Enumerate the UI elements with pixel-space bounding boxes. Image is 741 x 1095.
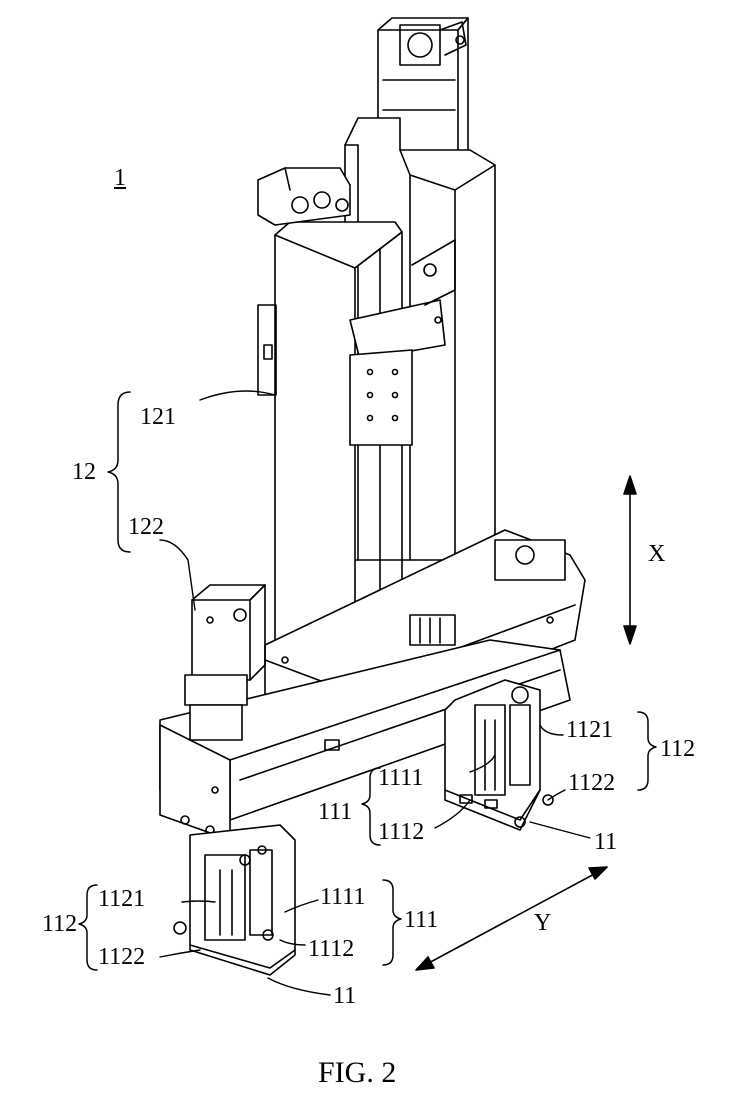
label-right-112: 112 (660, 737, 695, 761)
arrow-head-right (589, 867, 607, 879)
brace-left-111 (383, 880, 401, 965)
label-left-111: 111 (404, 908, 438, 932)
coupling-block (258, 168, 350, 225)
label-right-111: 111 (318, 800, 352, 824)
label-left-1112: 1112 (308, 937, 354, 961)
label-right-1112: 1112 (378, 820, 424, 844)
arrow-head-down (624, 626, 636, 644)
label-left-1122: 1122 (98, 945, 145, 969)
brace-12 (108, 392, 130, 552)
brace-right-112 (638, 712, 656, 790)
label-right-1121: 1121 (566, 718, 613, 742)
arrow-head-left (416, 957, 434, 970)
label-right-11: 11 (594, 830, 617, 854)
y-axis-arrow (425, 872, 598, 965)
label-right-1122: 1122 (568, 771, 615, 795)
label-assembly-1: 1 (114, 166, 126, 190)
label-121: 121 (140, 405, 176, 429)
label-left-11: 11 (333, 984, 356, 1008)
label-left-1111: 1111 (320, 885, 365, 909)
label-axis-y: Y (534, 911, 551, 935)
label-right-1111: 1111 (378, 766, 423, 790)
label-left-1121: 1121 (98, 887, 145, 911)
label-122: 122 (128, 515, 164, 539)
label-group-12: 12 (72, 460, 96, 484)
figure-caption: FIG. 2 (318, 1058, 396, 1088)
arrow-head-up (624, 476, 636, 494)
label-left-112: 112 (42, 912, 77, 936)
left-gripper (174, 825, 295, 975)
brace-left-112 (79, 885, 97, 970)
right-gripper (445, 680, 553, 830)
label-axis-x: X (648, 542, 665, 566)
